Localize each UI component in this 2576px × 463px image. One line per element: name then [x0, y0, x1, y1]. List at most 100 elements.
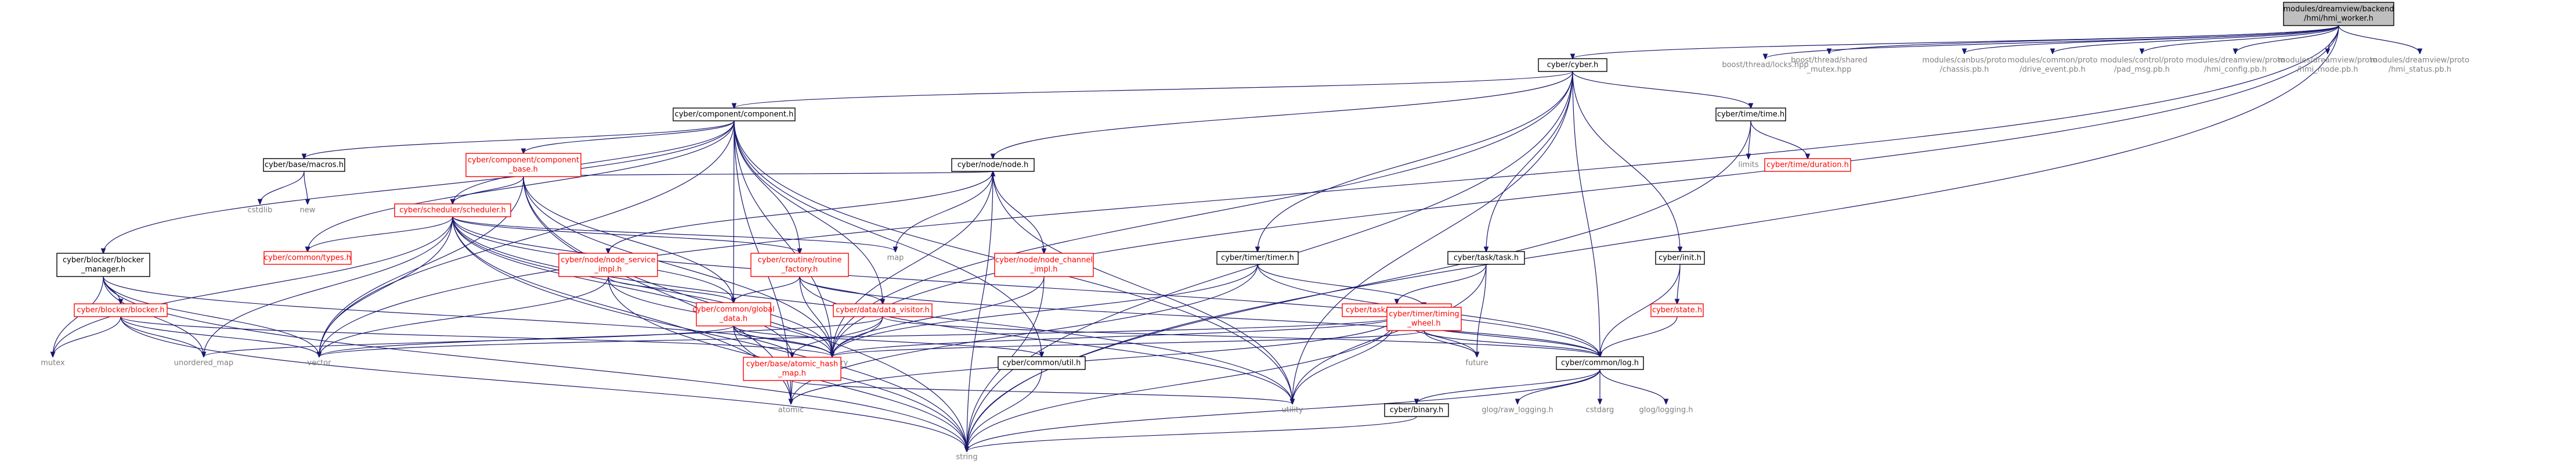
- node-box: [56, 253, 150, 277]
- node-box: [1538, 58, 1607, 72]
- node-cyber-init-h[interactable]: cyber/init.h: [1655, 251, 1705, 265]
- node-cyber-component-component-h[interactable]: cyber/component/component.h: [673, 107, 796, 121]
- node-cyber-base-atomic-hash-map-h[interactable]: cyber/base/atomic_hash_map.h: [743, 357, 841, 381]
- node-label: /chassis.pb.h: [1940, 66, 1989, 74]
- node-label: cyber/common/util.h: [1003, 359, 1081, 368]
- node-label: cyber/binary.h: [1390, 406, 1443, 415]
- node-cyber-component-component-base-h[interactable]: cyber/component/component_base.h: [465, 153, 581, 177]
- node-cyber-croutine-routine-factory-h[interactable]: cyber/croutine/routine_factory.h: [750, 253, 849, 277]
- node-box: [394, 203, 511, 217]
- edge-component_h-to-routine_factory: [734, 120, 800, 253]
- node-cyber-blocker-blocker-h[interactable]: cyber/blocker/blocker.h: [74, 303, 168, 317]
- node-modules-common-proto-drive-event-pb-h: modules/common/proto/drive_event.pb.h: [2007, 56, 2097, 74]
- node-cyber-timer-timer-h[interactable]: cyber/timer/timer.h: [1216, 251, 1299, 265]
- node-label: cyber/component/component.h: [675, 110, 794, 119]
- node-box: [74, 303, 168, 317]
- edge-root-to-boost_locks: [1765, 25, 2339, 59]
- edge-node_h-to-string: [967, 171, 993, 451]
- node-label: cyber/blocker/blocker: [63, 256, 144, 265]
- edge-scheduler_h-to-routine_factory: [452, 216, 800, 253]
- node-label: /hmi_mode.pb.h: [2297, 66, 2358, 74]
- node-box: [1384, 403, 1449, 417]
- node-label: _impl.h: [594, 265, 622, 274]
- edge-node_h-to-node_channel: [992, 171, 1044, 253]
- edge-log_h-to-glog_logging: [1599, 369, 1666, 404]
- node-cyber-node-node-h[interactable]: cyber/node/node.h: [951, 158, 1035, 172]
- node-label: /hmi_status.pb.h: [2389, 66, 2451, 74]
- node-label: cyber/common/log.h: [1561, 359, 1639, 368]
- node-cyber-blocker-blocker-manager-h[interactable]: cyber/blocker/blocker_manager.h: [56, 253, 150, 277]
- node-box: [263, 158, 345, 172]
- node-vector: vector: [307, 359, 331, 368]
- node-label: mutex: [41, 359, 65, 368]
- edge-scheduler_h-to-unordered_map: [204, 216, 453, 357]
- node-cyber-data-data-visitor-h[interactable]: cyber/data/data_visitor.h: [833, 303, 933, 317]
- node-label: cyber/state.h: [1652, 306, 1702, 315]
- node-utility: utility: [1282, 406, 1303, 415]
- node-mutex: mutex: [41, 359, 65, 368]
- node-cyber-common-util-h[interactable]: cyber/common/util.h: [998, 356, 1086, 370]
- node-label: boost/thread/locks.hpp: [1722, 61, 1808, 70]
- node-label: _impl.h: [1029, 265, 1057, 274]
- edge-cyber_h-to-init_h: [1572, 71, 1680, 252]
- node-box: [1556, 356, 1644, 370]
- edge-global_data-to-memory: [733, 325, 832, 357]
- node-new: new: [300, 206, 316, 215]
- node-cyber-scheduler-scheduler-h[interactable]: cyber/scheduler/scheduler.h: [394, 203, 511, 217]
- node-cyber-common-types-h[interactable]: cyber/common/types.h: [263, 251, 352, 265]
- edge-scheduler_h-to-map: [452, 216, 895, 252]
- node-map: map: [887, 254, 904, 263]
- edge-routine_factory-to-utility: [799, 276, 1292, 404]
- edge-node_h-to-memory: [832, 171, 993, 357]
- node-label: cyber/common/types.h: [264, 254, 351, 263]
- node-label: utility: [1282, 406, 1303, 415]
- edge-root-to-hmi_config: [2235, 25, 2339, 53]
- node-label: vector: [307, 359, 331, 368]
- node-label: boost/thread/shared: [1791, 56, 1867, 65]
- node-cyber-node-node-channel-impl-h[interactable]: cyber/node/node_channel_impl.h: [994, 253, 1094, 277]
- node-label: unordered_map: [174, 359, 234, 368]
- node-cyber-common-log-h[interactable]: cyber/common/log.h: [1556, 356, 1644, 370]
- edge-root-to-drive_event: [2053, 25, 2339, 53]
- node-box: [994, 253, 1094, 277]
- node-label: _manager.h: [81, 265, 125, 274]
- node-cyber-cyber-h[interactable]: cyber/cyber.h: [1538, 58, 1607, 72]
- edge-component_h-to-vector: [319, 120, 735, 357]
- edge-component_h-to-component_base: [523, 120, 735, 153]
- node-label: string: [956, 453, 977, 462]
- node-glog-raw-logging-h: glog/raw_logging.h: [1482, 406, 1553, 415]
- node-label: cyber/blocker/blocker.h: [77, 306, 164, 315]
- edge-component_h-to-types_h: [308, 120, 735, 252]
- node-label: _base.h: [508, 166, 538, 174]
- node-cyber-binary-h[interactable]: cyber/binary.h: [1384, 403, 1449, 417]
- node-cyber-base-macros-h[interactable]: cyber/base/macros.h: [263, 158, 345, 172]
- node-label: /pad_msg.pb.h: [2114, 66, 2170, 74]
- node-label: _data.h: [719, 315, 747, 324]
- node-cyber-task-task-h[interactable]: cyber/task/task.h: [1447, 251, 1525, 265]
- node-box: [1764, 158, 1851, 172]
- node-glog-logging-h: glog/logging.h: [1639, 406, 1693, 415]
- node-box: [1216, 251, 1299, 265]
- node-label: new: [300, 206, 316, 215]
- node-label: _factory.h: [781, 265, 818, 274]
- node-modules-control-proto-pad-msg-pb-h: modules/control/proto/pad_msg.pb.h: [2100, 56, 2184, 74]
- node-cyber-timer-timing-wheel-h[interactable]: cyber/timer/timing_wheel.h: [1386, 307, 1462, 331]
- node-string: string: [956, 453, 977, 462]
- edge-blocker_manager-to-memory: [103, 276, 832, 357]
- node-cyber-node-node-service-impl-h[interactable]: cyber/node/node_service_impl.h: [558, 253, 658, 277]
- edge-task_h-to-task_manager: [1397, 264, 1487, 304]
- node-cyber-state-h[interactable]: cyber/state.h: [1650, 303, 1704, 317]
- edge-root-to-pad_msg: [2142, 25, 2339, 53]
- edge-cyber_h-to-log_h: [1572, 71, 1600, 357]
- node-cyber-time-time-h[interactable]: cyber/time/time.h: [1715, 107, 1786, 121]
- node-modules-dreamview-backend-hmi-hmi-worker-h: modules/dreamview/backend/hmi/hmi_worker…: [2283, 2, 2394, 26]
- node-cyber-time-duration-h[interactable]: cyber/time/duration.h: [1764, 158, 1851, 172]
- edge-log_h-to-binary_h: [1417, 369, 1600, 404]
- edge-root-to-vector: [319, 25, 2339, 357]
- node-cyber-common-global-data-h[interactable]: cyber/common/global_data.h: [692, 302, 775, 326]
- node-label: limits: [1738, 161, 1759, 170]
- edge-task_manager-to-vector: [319, 316, 1397, 357]
- edge-global_data-to-util_h: [733, 325, 1042, 357]
